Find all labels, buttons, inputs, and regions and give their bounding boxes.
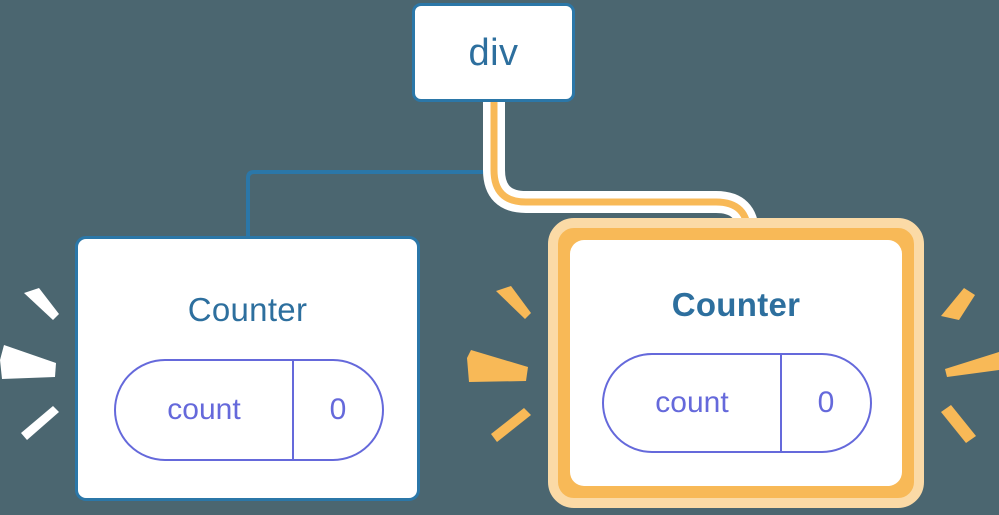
sparkle-ray-icon [24, 288, 59, 320]
sparkle-ray-icon [0, 345, 56, 379]
state-pill-key: count [604, 355, 782, 451]
sparkle-ray-icon [467, 350, 528, 382]
node-counter-right[interactable]: Counter count 0 [548, 218, 924, 508]
sparkle-ray-icon [491, 408, 531, 442]
node-div-label: div [468, 31, 519, 74]
state-pill-count-left[interactable]: count 0 [114, 359, 384, 461]
sparkle-ray-icon [496, 286, 531, 319]
sparkle-ray-icon [21, 406, 59, 440]
state-pill-count-right[interactable]: count 0 [602, 353, 872, 453]
state-pill-value: 0 [329, 393, 347, 426]
sparkle-group-counter-right-right [941, 288, 999, 443]
node-div[interactable]: div [412, 3, 575, 102]
node-counter-left-body: Counter count 0 [78, 239, 417, 498]
node-counter-right-inner: Counter count 0 [570, 240, 902, 486]
sparkle-group-counter-left [0, 288, 59, 440]
node-counter-left-title: Counter [187, 291, 308, 328]
wire-div-to-counter-left [246, 100, 496, 238]
node-counter-right-body: Counter count 0 [570, 240, 902, 486]
node-counter-right-title: Counter [671, 286, 801, 323]
sparkle-group-counter-right-left [467, 286, 531, 442]
sparkle-ray-icon [941, 405, 976, 443]
node-counter-left[interactable]: Counter count 0 [75, 236, 420, 501]
sparkle-ray-icon [941, 288, 975, 320]
state-pill-key: count [116, 361, 294, 459]
state-pill-value: 0 [817, 386, 835, 419]
sparkle-ray-icon [945, 352, 999, 377]
